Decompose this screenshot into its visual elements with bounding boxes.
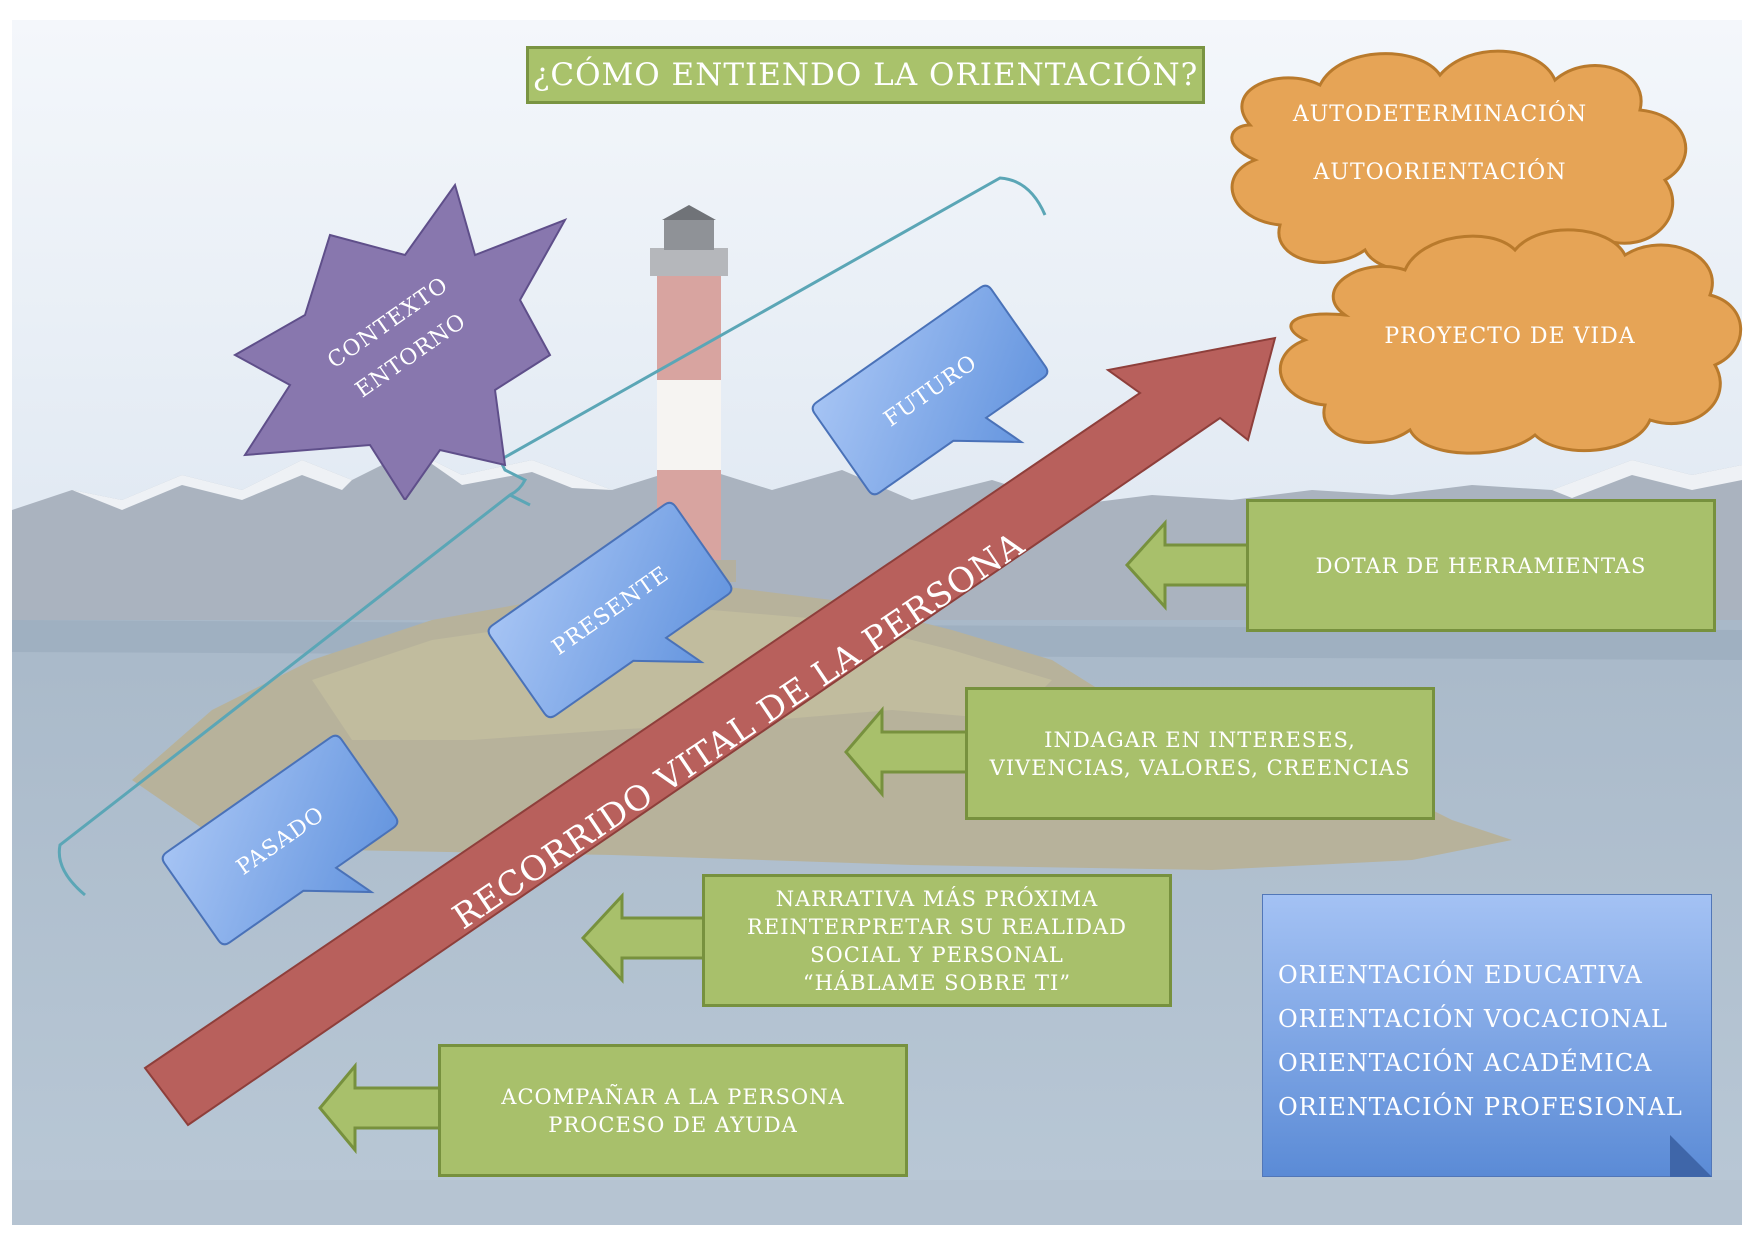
action-box-line: “HÁBLAME SOBRE TI” (802, 970, 1072, 995)
action-box-line: NARRATIVA MÁS PRÓXIMA (775, 886, 1099, 911)
cloud-label-proyecto-de-vida: PROYECTO DE VIDA (1384, 324, 1636, 349)
callout-futuro: FUTURO (811, 284, 1049, 496)
action-box-line: INDAGAR EN INTERESES, (1044, 727, 1356, 752)
orientation-item: ORIENTACIÓN ACADÉMICA (1278, 1049, 1653, 1077)
orientation-item: ORIENTACIÓN PROFESIONAL (1278, 1093, 1683, 1121)
action-box-narrativa: NARRATIVA MÁS PRÓXIMA REINTERPRETAR SU R… (702, 874, 1172, 1007)
green-arrows (318, 519, 1250, 1155)
callout-pasado: PASADO (161, 734, 399, 946)
cloud-label-autodeterminacion: AUTODETERMINACIÓN (1292, 102, 1588, 127)
cloud-label-autoorientacion: AUTOORIENTACIÓN (1313, 160, 1567, 185)
action-box-line: REINTERPRETAR SU REALIDAD (747, 914, 1127, 939)
action-box-line: DOTAR DE HERRAMIENTAS (1315, 553, 1647, 578)
action-box-dotar: DOTAR DE HERRAMIENTAS (1246, 499, 1716, 632)
orientation-item: ORIENTACIÓN VOCACIONAL (1278, 1005, 1668, 1033)
action-box-line: VIVENCIAS, VALORES, CREENCIAS (989, 755, 1411, 780)
action-box-line: SOCIAL Y PERSONAL (810, 942, 1064, 967)
action-box-line: PROCESO DE AYUDA (548, 1112, 798, 1137)
action-box-line: ACOMPAÑAR A LA PERSONA (501, 1084, 845, 1109)
action-box-indagar: INDAGAR EN INTERESES, VIVENCIAS, VALORES… (965, 687, 1435, 820)
page-curl-fold (1670, 1135, 1712, 1177)
action-box-acompanar: ACOMPAÑAR A LA PERSONA PROCESO DE AYUDA (438, 1044, 908, 1177)
page-title: ¿CÓMO ENTIENDO LA ORIENTACIÓN? (526, 46, 1205, 104)
star-shape: CONTEXTO ENTORNO (232, 182, 568, 500)
orientation-note: ORIENTACIÓN EDUCATIVA ORIENTACIÓN VOCACI… (1262, 894, 1712, 1177)
orientation-list: ORIENTACIÓN EDUCATIVA ORIENTACIÓN VOCACI… (1263, 895, 1711, 1129)
orientation-item: ORIENTACIÓN EDUCATIVA (1278, 961, 1643, 989)
cloud-shapes (1230, 49, 1743, 455)
callout-presente: PRESENTE (487, 501, 733, 719)
